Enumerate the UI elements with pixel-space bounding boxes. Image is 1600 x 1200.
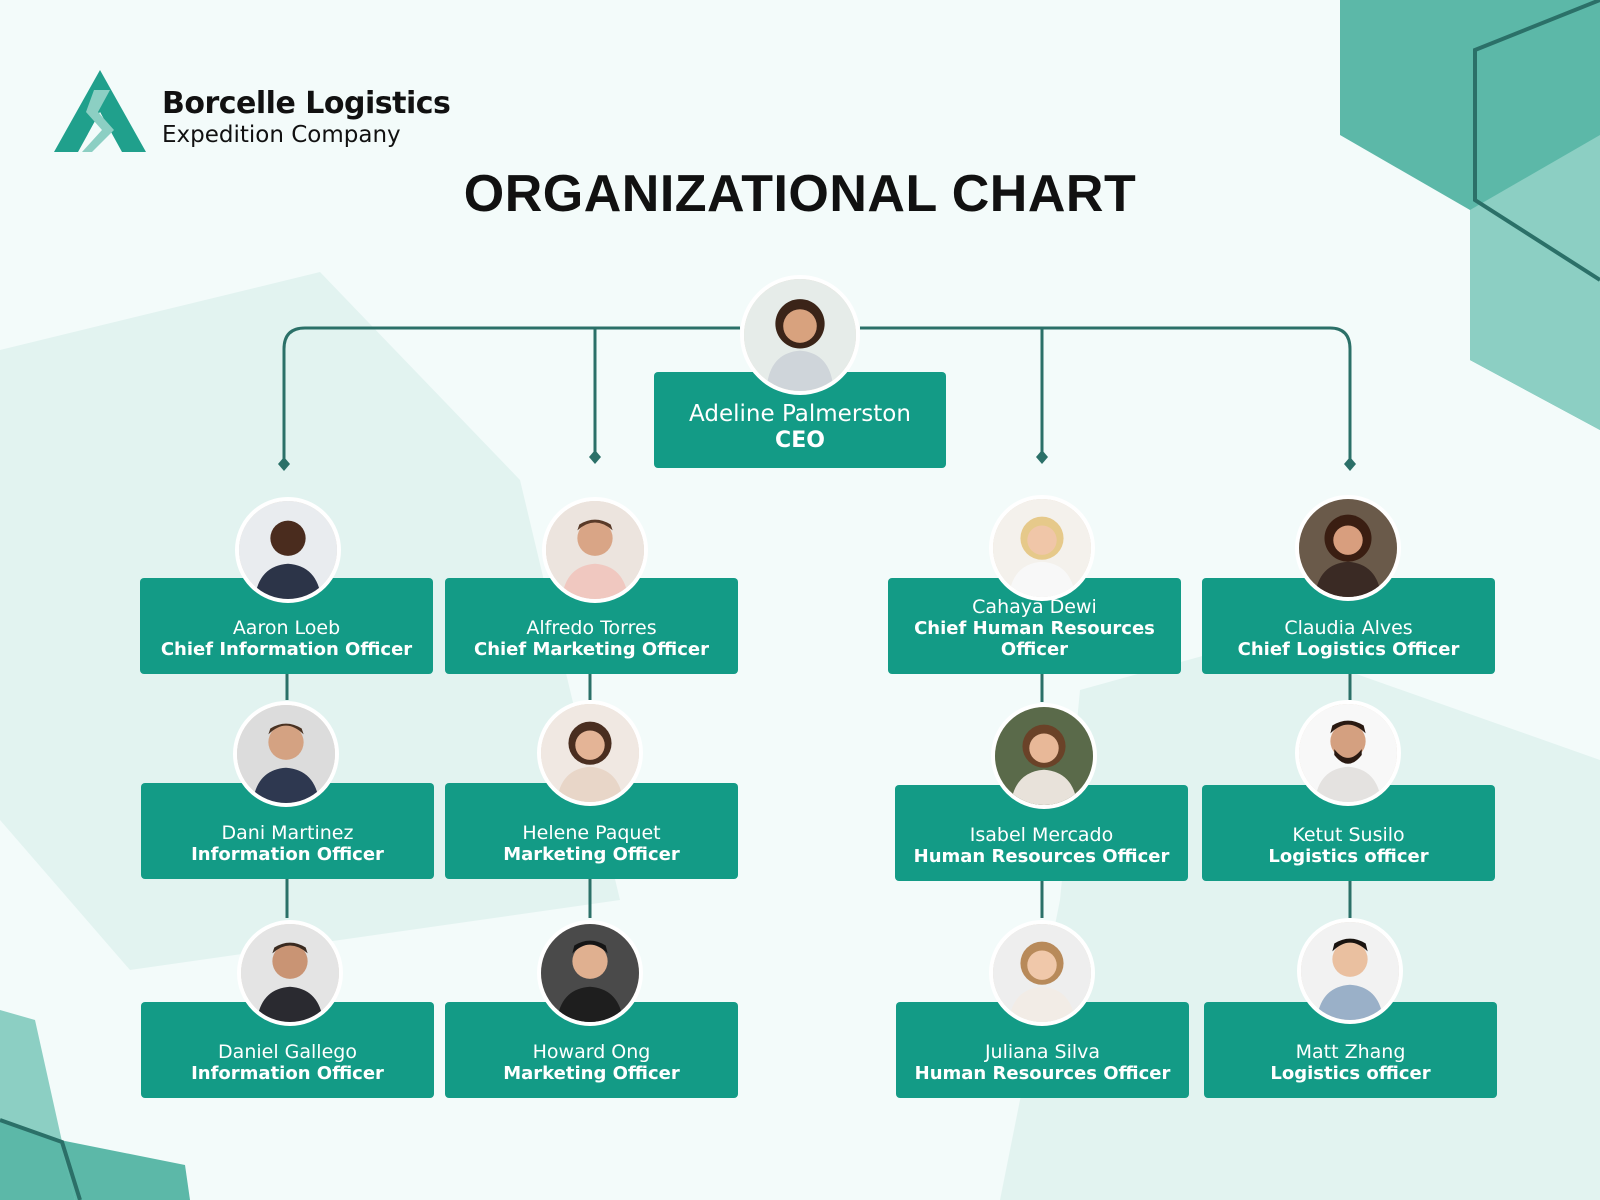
- avatar-col3-member1: [991, 703, 1097, 809]
- avatar-ceo: [740, 275, 860, 395]
- brand-tagline: Expedition Company: [162, 122, 401, 148]
- person-name: Claudia Alves: [1284, 617, 1413, 639]
- person-name: Matt Zhang: [1295, 1041, 1406, 1063]
- person-name: Alfredo Torres: [526, 617, 657, 639]
- person-name: Isabel Mercado: [969, 824, 1114, 846]
- person-name: Helene Paquet: [522, 822, 661, 844]
- person-role: Human Resources Officer: [914, 1063, 1171, 1084]
- person-name: Dani Martinez: [221, 822, 354, 844]
- person-photo-icon: [993, 499, 1091, 597]
- avatar-col2-member1: [537, 700, 643, 806]
- connector-arrow-3: [1036, 450, 1048, 464]
- org-card-col2-member2[interactable]: Howard Ong Marketing Officer: [445, 1002, 738, 1098]
- person-photo-icon: [995, 707, 1093, 805]
- person-photo-icon: [993, 924, 1091, 1022]
- person-name: Cahaya Dewi: [972, 596, 1097, 618]
- org-card-col2-chief[interactable]: Alfredo Torres Chief Marketing Officer: [445, 578, 738, 674]
- person-photo-icon: [541, 704, 639, 802]
- person-photo-icon: [237, 705, 335, 803]
- avatar-col1-member2: [237, 920, 343, 1026]
- triangle-s-logo-icon: [54, 70, 146, 152]
- person-role: Chief Information Officer: [160, 639, 413, 660]
- avatar-col3-chief: [989, 495, 1095, 601]
- org-card-col3-member1[interactable]: Isabel Mercado Human Resources Officer: [895, 785, 1188, 881]
- person-role: Chief Human Resources Officer: [914, 618, 1155, 660]
- person-photo-icon: [241, 924, 339, 1022]
- connector-arrow-1: [278, 457, 290, 471]
- connector-ceo-right: [860, 326, 1352, 463]
- person-photo-icon: [1299, 704, 1397, 802]
- person-photo-icon: [744, 279, 856, 391]
- org-card-col4-chief[interactable]: Claudia Alves Chief Logistics Officer: [1202, 578, 1495, 674]
- avatar-col4-member2: [1297, 918, 1403, 1024]
- person-role: Marketing Officer: [503, 1063, 680, 1084]
- person-name: Adeline Palmerston: [689, 401, 911, 427]
- person-role: Marketing Officer: [503, 844, 680, 865]
- avatar-col4-member1: [1295, 700, 1401, 806]
- avatar-col1-member1: [233, 701, 339, 807]
- person-name: Howard Ong: [532, 1041, 651, 1063]
- page-title: ORGANIZATIONAL CHART: [463, 165, 1137, 223]
- connector-arrow-2: [589, 450, 601, 464]
- avatar-col1-chief: [235, 497, 341, 603]
- person-name: Aaron Loeb: [232, 617, 341, 639]
- person-role: Human Resources Officer: [913, 846, 1170, 867]
- person-role: Information Officer: [191, 844, 384, 865]
- person-photo-icon: [239, 501, 337, 599]
- person-role: Information Officer: [191, 1063, 384, 1084]
- person-photo-icon: [546, 501, 644, 599]
- brand-name: Borcelle Logistics: [162, 86, 451, 121]
- bg-hex-outline: [1473, 0, 1600, 282]
- person-photo-icon: [1299, 499, 1397, 597]
- person-name: Ketut Susilo: [1292, 824, 1405, 846]
- avatar-col3-member2: [989, 920, 1095, 1026]
- person-photo-icon: [541, 924, 639, 1022]
- avatar-col4-chief: [1295, 495, 1401, 601]
- connector-arrow-4: [1344, 457, 1356, 471]
- person-name: Daniel Gallego: [218, 1041, 357, 1063]
- person-role: Logistics officer: [1268, 846, 1429, 867]
- bg-hex-top-right-light: [1470, 135, 1600, 430]
- person-role: Logistics officer: [1270, 1063, 1431, 1084]
- person-role: CEO: [775, 428, 825, 453]
- person-role: Chief Logistics Officer: [1237, 639, 1460, 660]
- bg-shape-bottom-left-2: [60, 1140, 190, 1200]
- bg-bottom-outline: [0, 1118, 82, 1200]
- avatar-col2-member2: [537, 920, 643, 1026]
- person-role: Chief Marketing Officer: [473, 639, 709, 660]
- org-card-col1-member1[interactable]: Dani Martinez Information Officer: [141, 783, 434, 879]
- org-card-col4-member2[interactable]: Matt Zhang Logistics officer: [1204, 1002, 1497, 1098]
- person-photo-icon: [1301, 922, 1399, 1020]
- person-name: Juliana Silva: [984, 1041, 1101, 1063]
- connector-ceo-left: [282, 326, 740, 463]
- avatar-col2-chief: [542, 497, 648, 603]
